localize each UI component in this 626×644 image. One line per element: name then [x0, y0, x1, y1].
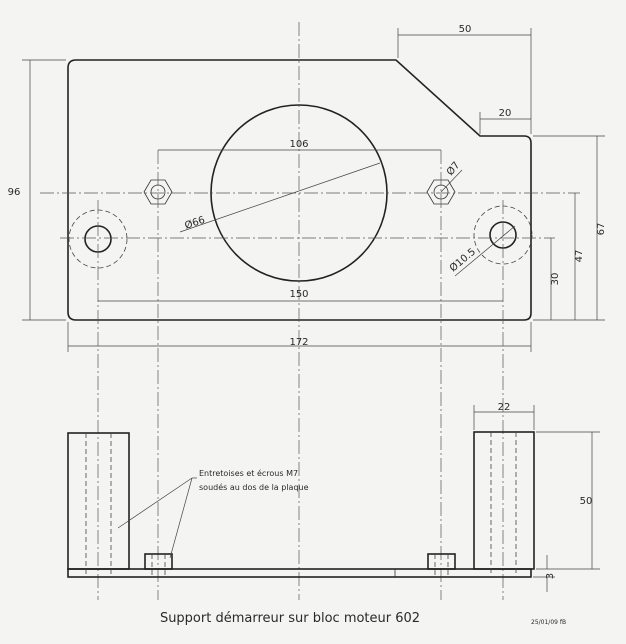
front-right-nut [427, 553, 456, 570]
dim-d7: Ø7 [444, 159, 462, 178]
dim-106: 106 [289, 139, 308, 150]
front-plate [67, 568, 532, 578]
right-spacer [473, 431, 535, 570]
dim-22: 22 [498, 402, 511, 413]
drawing-title: Support démarreur sur bloc moteur 602 [160, 611, 420, 626]
front-dimensions: 22 50 3 Entretoises et écrous M7 soudés … [117, 402, 600, 592]
top-view [40, 22, 580, 600]
dim-150: 150 [289, 289, 308, 300]
front-view [67, 431, 535, 578]
dim-20: 20 [499, 108, 512, 119]
dim-spacer-50: 50 [580, 496, 593, 507]
dim-50: 50 [459, 24, 472, 35]
dim-67: 67 [596, 223, 607, 236]
front-left-nut [144, 553, 173, 570]
dim-3: 3 [545, 573, 556, 579]
top-dimensions: 50 20 106 Ø7 Ø66 96 67 47 30 Ø10.5 [8, 24, 607, 352]
dim-30: 30 [550, 273, 561, 286]
left-spacer [67, 432, 130, 570]
dim-d66: Ø66 [183, 214, 206, 232]
plate-outline [67, 59, 532, 321]
note-line-1: Entretoises et écrous M7 [199, 468, 298, 478]
note-line-2: soudés au dos de la plaque [199, 482, 309, 492]
dim-96: 96 [8, 187, 21, 198]
dim-47: 47 [574, 250, 585, 263]
dim-172: 172 [289, 337, 308, 348]
date-stamp: 25/01/09 fB [531, 619, 566, 626]
